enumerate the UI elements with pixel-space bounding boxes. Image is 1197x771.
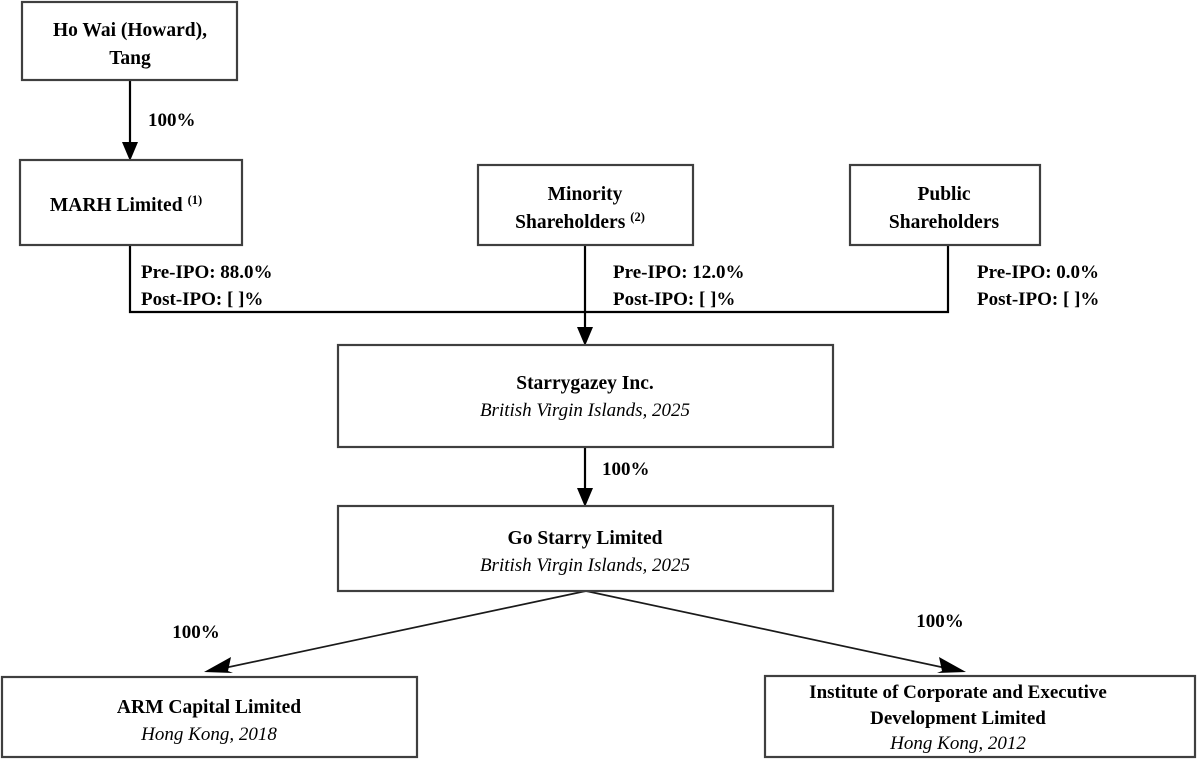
node-box-gostarry[interactable]: [336, 504, 835, 593]
marh-label: MARH Limited (1): [50, 193, 202, 216]
node-box-starrygazey[interactable]: [336, 343, 835, 449]
minority-name-line2: Shareholders: [515, 212, 626, 233]
starrygazey-detail: British Virgin Islands, 2025: [480, 400, 690, 421]
gostarry-name: Go Starry Limited: [508, 528, 663, 549]
edge-line-marh-bus: [128, 245, 585, 314]
public-name-line2: Shareholders: [889, 212, 1000, 233]
node-box-marh[interactable]: [18, 158, 244, 247]
edge-label-public-pre: Pre-IPO: 0.0%: [977, 262, 1099, 283]
arrow-head-bus-starrygazey: [577, 327, 593, 346]
node-box-founder[interactable]: [20, 0, 239, 82]
arm-name: ARM Capital Limited: [117, 697, 301, 718]
edge-gostarry-to-institute: [585, 590, 966, 673]
marh-name: MARH Limited: [50, 195, 183, 216]
founder-name-line2: Tang: [109, 48, 151, 69]
arrow-head-gostarry-arm: [204, 657, 233, 673]
edge-bus-to-starrygazey: [577, 312, 593, 346]
edge-label-minority-pre: Pre-IPO: 12.0%: [613, 262, 745, 283]
arrow-head-founder-marh: [122, 142, 138, 161]
edge-label-marh-pre: Pre-IPO: 88.0%: [141, 262, 273, 283]
edge-label-public-post: Post-IPO: [ ]%: [977, 289, 1099, 310]
edge-founder-to-marh: [122, 80, 138, 161]
edge-gostarry-to-arm: [204, 590, 587, 673]
edge-label-gostarry-arm: 100%: [172, 622, 220, 643]
arm-detail: Hong Kong, 2018: [140, 724, 277, 745]
edge-label-starrygazey-gostarry: 100%: [602, 459, 650, 480]
public-name-line1: Public: [917, 184, 970, 205]
arrow-head-starrygazey-gostarry: [577, 488, 593, 507]
institute-name-line2: Development Limited: [870, 708, 1046, 729]
minority-label-line2: Shareholders (2): [515, 210, 645, 233]
founder-name-line1: Ho Wai (Howard),: [53, 20, 207, 41]
node-box-minority[interactable]: [476, 163, 695, 247]
marh-footnote-marker: (1): [188, 193, 203, 207]
arrow-head-gostarry-institute: [937, 657, 966, 673]
edge-label-gostarry-institute: 100%: [916, 611, 964, 632]
edge-public-to-bus: [585, 245, 950, 314]
edge-line-public-bus: [585, 245, 950, 314]
minority-footnote-marker: (2): [630, 210, 645, 224]
edge-starrygazey-to-gostarry: [577, 447, 593, 507]
institute-name-line1: Institute of Corporate and Executive: [809, 682, 1107, 703]
node-box-arm[interactable]: [0, 675, 419, 759]
institute-detail: Hong Kong, 2012: [889, 733, 1026, 754]
minority-name-line1: Minority: [548, 184, 623, 205]
edge-label-founder-marh: 100%: [148, 110, 196, 131]
node-box-public[interactable]: [848, 163, 1042, 247]
edge-label-marh-post: Post-IPO: [ ]%: [141, 289, 263, 310]
edge-line-gostarry-arm: [214, 590, 587, 671]
node-box-institute[interactable]: [763, 674, 1197, 759]
edge-marh-to-bus: [128, 245, 585, 314]
starrygazey-name: Starrygazey Inc.: [516, 373, 654, 394]
edge-label-minority-post: Post-IPO: [ ]%: [613, 289, 735, 310]
edge-line-gostarry-institute: [585, 590, 956, 671]
gostarry-detail: British Virgin Islands, 2025: [480, 555, 690, 576]
